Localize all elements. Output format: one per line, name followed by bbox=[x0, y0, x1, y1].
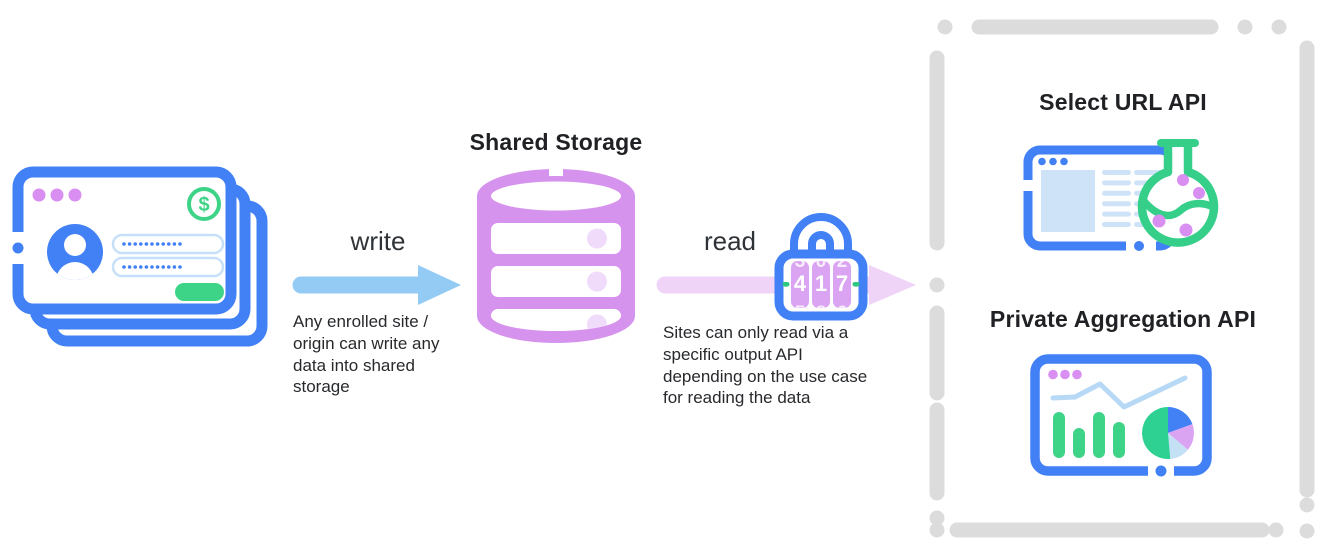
border-dot bbox=[12, 242, 24, 254]
private-aggregation-api-icon bbox=[1030, 354, 1212, 480]
flask-bubbles bbox=[1152, 174, 1205, 237]
password-field-1[interactable] bbox=[111, 233, 225, 255]
wheel2-digit-above: 0 bbox=[816, 251, 827, 272]
write-caption: Any enrolled site / origin can write any… bbox=[293, 312, 440, 397]
window-dots-icon bbox=[1048, 369, 1082, 380]
wheel3-digit: 7 bbox=[836, 271, 848, 296]
wheel3-digit-below: 6 bbox=[837, 303, 848, 324]
cylinder-bands bbox=[491, 223, 621, 331]
combination-padlock-icon: 3 0 2 4 1 7 5 8 6 bbox=[774, 213, 868, 324]
wheel1-digit-above: 3 bbox=[795, 251, 806, 272]
dollar-symbol: $ bbox=[198, 194, 209, 216]
pie-chart-icon bbox=[1142, 407, 1194, 459]
select-url-api-title: Select URL API bbox=[1039, 89, 1207, 115]
read-label: read bbox=[703, 226, 757, 256]
border-dot bbox=[1134, 241, 1144, 251]
avatar bbox=[47, 224, 103, 280]
content-block bbox=[1041, 170, 1095, 232]
write-label: write bbox=[350, 226, 406, 256]
database-cylinder-icon bbox=[477, 166, 635, 343]
wheel1-digit: 4 bbox=[794, 271, 807, 296]
shared-storage-title: Shared Storage bbox=[469, 129, 643, 155]
wheel2-digit: 1 bbox=[815, 271, 827, 296]
dial-tick-right bbox=[852, 282, 860, 287]
flask-icon bbox=[1137, 139, 1219, 247]
dollar-icon: $ bbox=[187, 187, 221, 221]
line-chart-icon bbox=[1050, 375, 1188, 410]
write-arrow-icon bbox=[292, 265, 461, 305]
read-caption: Sites can only read via a specific outpu… bbox=[663, 323, 868, 408]
bar-chart-icon bbox=[1053, 412, 1125, 458]
cylinder-top-gap bbox=[549, 166, 563, 176]
select-url-api-icon bbox=[1021, 139, 1219, 255]
border-gap bbox=[1021, 180, 1035, 191]
window-dots-icon bbox=[1038, 157, 1068, 166]
dial-tick-left bbox=[782, 282, 790, 287]
password-field-2[interactable] bbox=[111, 256, 225, 278]
submit-button[interactable] bbox=[175, 283, 224, 301]
wheel1-digit-below: 5 bbox=[795, 303, 806, 324]
combination-wheels[interactable]: 3 0 2 4 1 7 5 8 6 bbox=[791, 251, 851, 324]
private-aggregation-api-title: Private Aggregation API bbox=[989, 306, 1257, 332]
wheel3-digit-above: 2 bbox=[837, 251, 848, 272]
border-dot bbox=[1155, 465, 1167, 477]
stacked-browser-windows-icon: $ bbox=[11, 166, 268, 347]
wheel2-digit-below: 8 bbox=[816, 303, 827, 324]
output-apis-frame bbox=[929, 19, 1321, 541]
window-dots-icon bbox=[32, 188, 82, 202]
